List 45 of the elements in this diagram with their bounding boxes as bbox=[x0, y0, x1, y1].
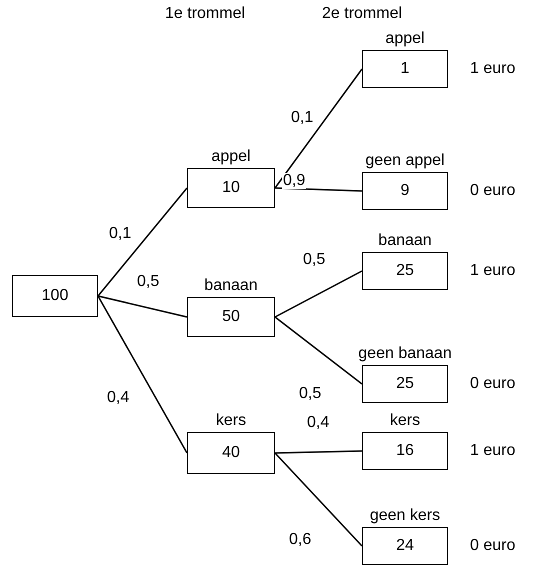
count-box: 9 bbox=[362, 172, 448, 210]
payout-label: 0 euro bbox=[470, 376, 516, 392]
branch-label: geen banaan bbox=[358, 344, 452, 364]
branch-label: kers bbox=[390, 411, 420, 431]
branch-label: geen kers bbox=[370, 506, 440, 526]
branch-label: geen appel bbox=[365, 151, 445, 171]
payout-label: 1 euro bbox=[470, 263, 516, 279]
payout-label: 0 euro bbox=[470, 538, 516, 554]
payout-label: 1 euro bbox=[470, 443, 516, 459]
edge-label: 0,5 bbox=[136, 274, 160, 290]
count-box: 40 bbox=[187, 432, 275, 474]
edge-label: 0,1 bbox=[290, 110, 314, 126]
branch-line bbox=[274, 452, 363, 547]
branch-label: kers bbox=[216, 411, 246, 431]
column-heading: 2e trommel bbox=[322, 6, 402, 22]
count-box: 1 bbox=[362, 50, 448, 88]
payout-label: 0 euro bbox=[470, 183, 516, 199]
branch-line bbox=[274, 450, 362, 454]
edge-label: 0,9 bbox=[282, 173, 306, 189]
count-box: 50 bbox=[187, 297, 275, 337]
edge-label: 0,5 bbox=[298, 386, 322, 402]
edge-label: 0,4 bbox=[106, 390, 130, 406]
branch-line bbox=[97, 296, 188, 454]
payout-label: 1 euro bbox=[470, 61, 516, 77]
column-heading: 1e trommel bbox=[165, 6, 246, 22]
edge-label: 0,1 bbox=[108, 226, 132, 242]
branch-line bbox=[274, 270, 362, 318]
count-box: 24 bbox=[362, 527, 448, 565]
branch-line bbox=[97, 188, 188, 296]
count-box: 10 bbox=[187, 168, 275, 208]
branch-line bbox=[274, 316, 362, 385]
branch-label: appel bbox=[211, 147, 251, 167]
branch-label: banaan bbox=[378, 231, 432, 251]
count-box: 25 bbox=[362, 365, 448, 403]
edge-label: 0,6 bbox=[288, 532, 312, 548]
edge-label: 0,5 bbox=[302, 252, 326, 268]
branch-line bbox=[98, 295, 188, 318]
branch-line bbox=[274, 68, 363, 188]
edge-label: 0,4 bbox=[306, 415, 330, 431]
count-box: 25 bbox=[362, 252, 448, 290]
branch-label: banaan bbox=[204, 276, 258, 296]
count-box: 100 bbox=[12, 275, 98, 317]
branch-label: appel bbox=[385, 29, 425, 49]
count-box: 16 bbox=[362, 432, 448, 470]
branch-line bbox=[274, 187, 362, 192]
